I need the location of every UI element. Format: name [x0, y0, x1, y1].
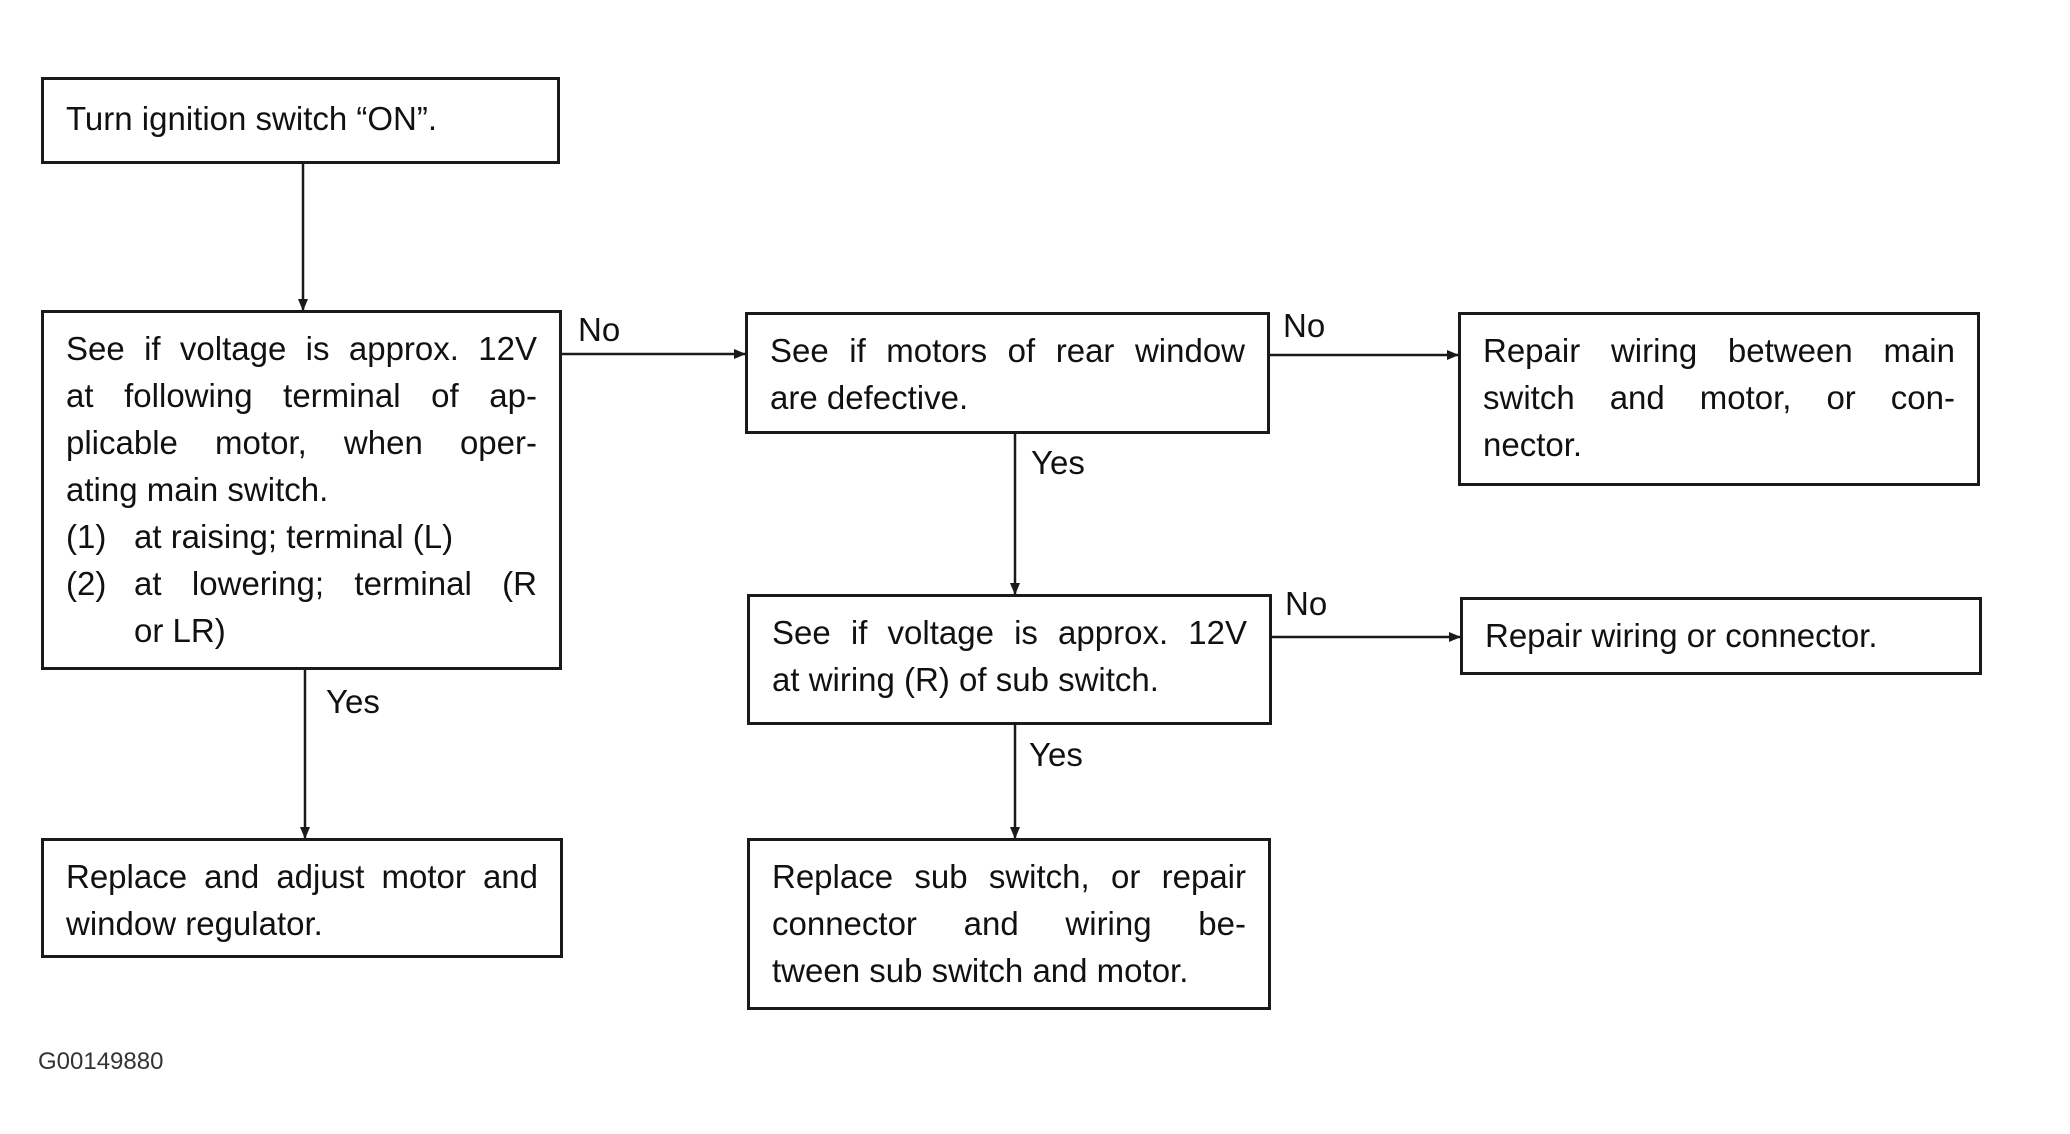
- box-check-voltage-main: See if voltage is approx. 12V at followi…: [41, 310, 562, 670]
- box-text: nector.: [1483, 426, 1583, 463]
- box-text: window regulator.: [66, 905, 323, 942]
- list-item: or LR): [66, 607, 537, 654]
- box-text: ating main switch.: [66, 471, 329, 508]
- list-item: (2) at lowering; terminal (R: [66, 560, 537, 607]
- label-yes: Yes: [326, 683, 380, 720]
- box-text: Replace and adjust motor and: [66, 858, 538, 895]
- box-text: tween sub switch and motor.: [772, 952, 1189, 989]
- box-text: See if voltage is approx. 12V: [66, 330, 537, 367]
- box-text: at wiring (R) of sub switch.: [772, 661, 1159, 698]
- label-yes: Yes: [1031, 444, 1085, 481]
- item-number: (2): [66, 565, 107, 602]
- box-text: are defective.: [770, 379, 969, 416]
- item-text: or LR): [134, 612, 226, 649]
- box-turn-ignition-on: Turn ignition switch “ON”.: [41, 77, 560, 164]
- label-yes: Yes: [1029, 736, 1083, 773]
- box-check-voltage-sub: See if voltage is approx. 12V at wiring …: [747, 594, 1272, 725]
- box-text: Replace sub switch, or repair: [772, 858, 1246, 895]
- box-text: plicable motor, when oper-: [66, 424, 537, 461]
- label-no: No: [1283, 307, 1326, 344]
- box-text: See if motors of rear window: [770, 332, 1245, 369]
- box-text: Repair wiring between main: [1483, 332, 1955, 369]
- box-text: at following terminal of ap-: [66, 377, 537, 414]
- box-text: Repair wiring or connector.: [1485, 617, 1878, 654]
- box-rear-window-motors: See if motors of rear window are defecti…: [745, 312, 1270, 434]
- label-no: No: [1285, 585, 1328, 622]
- item-number: [66, 607, 134, 654]
- item-number: (1): [66, 518, 107, 555]
- box-text: See if voltage is approx. 12V: [772, 614, 1247, 651]
- item-text: at raising; terminal (L): [134, 518, 454, 555]
- box-repair-wiring-main: Repair wiring between main switch and mo…: [1458, 312, 1980, 486]
- box-repair-wiring-connector: Repair wiring or connector.: [1460, 597, 1982, 675]
- box-text: switch and motor, or con-: [1483, 379, 1955, 416]
- box-replace-sub-switch: Replace sub switch, or repair connector …: [747, 838, 1271, 1010]
- box-text: Turn ignition switch “ON”.: [66, 100, 438, 137]
- list-item: (1) at raising; terminal (L): [66, 513, 537, 560]
- item-text: at lowering; terminal (R: [134, 565, 537, 602]
- label-no: No: [578, 311, 621, 348]
- figure-code: G00149880: [38, 1048, 164, 1075]
- box-text: connector and wiring be-: [772, 905, 1246, 942]
- box-replace-motor-regulator: Replace and adjust motor and window regu…: [41, 838, 563, 958]
